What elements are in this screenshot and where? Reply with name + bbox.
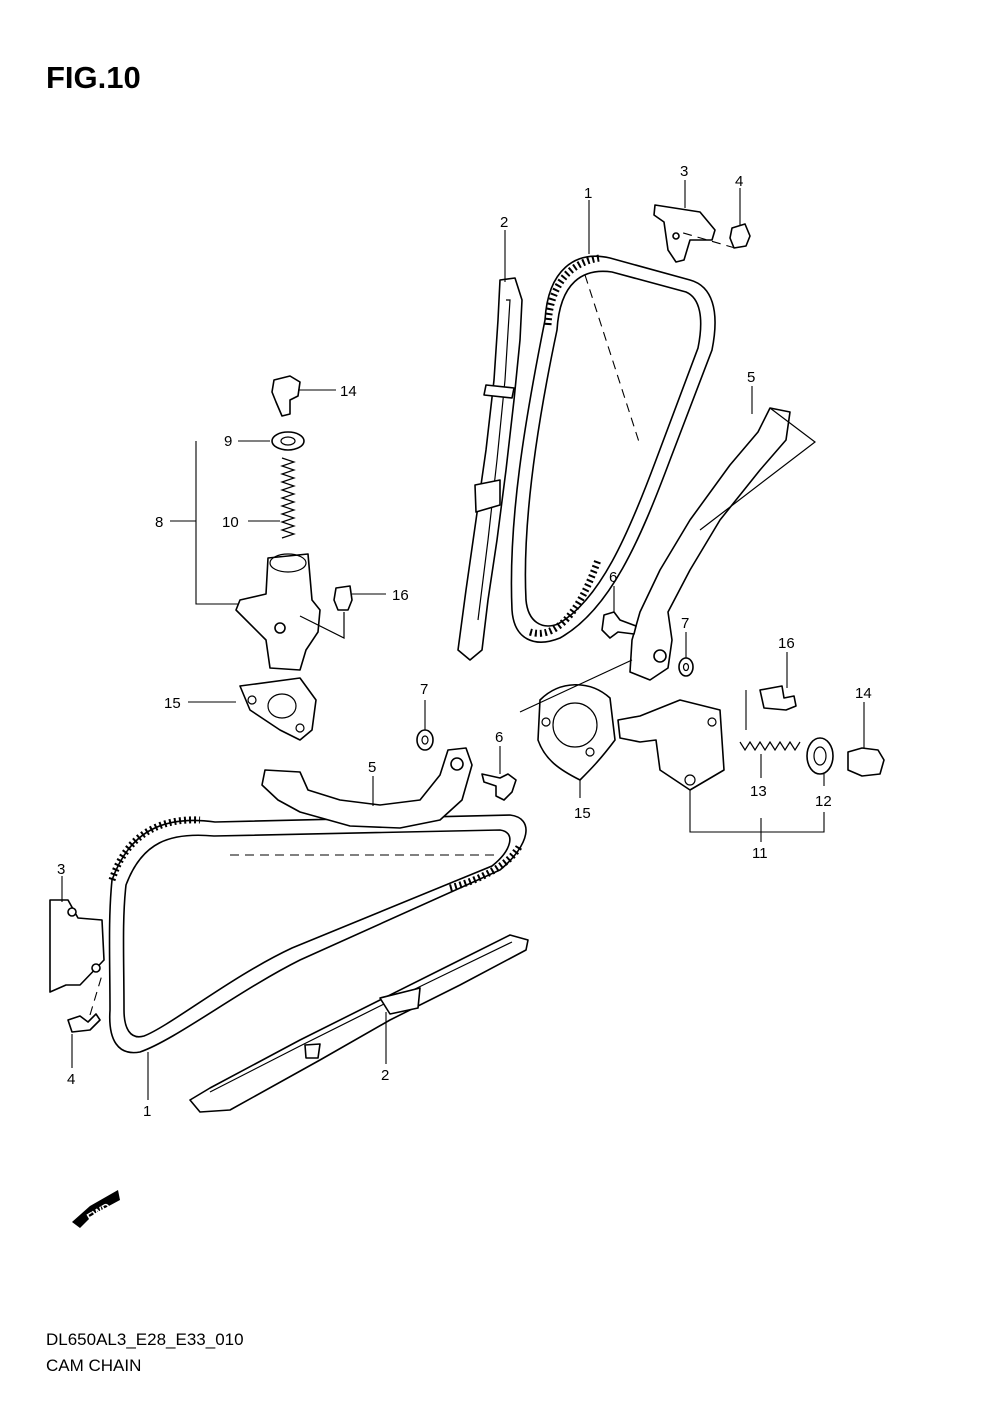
callout-12: 12 [815, 793, 832, 810]
bolt-4-lower [67, 974, 103, 1033]
callout-6-left: 6 [495, 729, 503, 746]
gasket-15-left [239, 677, 317, 741]
forward-direction-arrow: FWD [72, 1190, 120, 1228]
chain-guide-upper [457, 277, 523, 661]
spring-13-right [739, 740, 801, 752]
callout-7-right: 7 [681, 615, 689, 632]
callout-11: 11 [752, 845, 768, 862]
callout-5-left: 5 [368, 759, 376, 776]
chain-guide-lower [189, 934, 529, 1113]
guide-bolt-6-left [481, 773, 517, 801]
fwd-label: FWD [85, 1201, 113, 1224]
callout-1-top: 1 [584, 185, 592, 202]
callout-14-right: 14 [855, 685, 872, 702]
bolt-16-left [299, 585, 353, 639]
figure-title: FIG.10 [46, 60, 141, 95]
bolt-4-upper [679, 223, 751, 249]
callout-16-left: 16 [392, 587, 409, 604]
tensioner-guide-lower [261, 747, 473, 829]
callout-6-mid: 6 [609, 569, 617, 586]
diagram-name: CAM CHAIN [46, 1356, 142, 1375]
cap-bolt-14-right [847, 747, 885, 777]
callout-2-top: 2 [500, 214, 508, 231]
guide-bolt-6-mid [601, 611, 637, 639]
bolt-16-right [759, 685, 797, 711]
callout-1-bottom: 1 [143, 1103, 151, 1120]
tensioner-assembly-left [235, 553, 321, 671]
callout-5-right: 5 [747, 369, 755, 386]
tensioner-guide-upper [629, 407, 816, 681]
gasket-15-right [519, 659, 633, 781]
diagram-code: DL650AL3_E28_E33_010 [46, 1330, 244, 1349]
callout-14-left: 14 [340, 383, 357, 400]
spring-10-left [280, 457, 296, 539]
callout-15-left: 15 [164, 695, 181, 712]
callout-2-bottom: 2 [381, 1067, 389, 1084]
callout-8: 8 [155, 514, 163, 531]
callout-4-left: 4 [67, 1071, 75, 1088]
washer-7-right [678, 657, 694, 677]
guide-retainer-lower [49, 899, 105, 993]
cap-bolt-14-left [271, 375, 301, 417]
washer-12-right [806, 737, 834, 775]
callout-15-right: 15 [574, 805, 591, 822]
callout-leaders [61, 180, 865, 1100]
callout-4-top: 4 [735, 173, 743, 190]
washer-7-left [416, 729, 434, 751]
callout-10: 10 [222, 514, 239, 531]
cam-chain-lower [108, 814, 527, 1054]
callout-9: 9 [224, 433, 232, 450]
callout-3-left: 3 [57, 861, 65, 878]
washer-9-left [271, 431, 305, 451]
callout-numbers: 1 2 3 4 5 6 7 16 14 15 13 12 11 14 9 8 1… [57, 163, 872, 1120]
tensioner-body-right [617, 699, 725, 791]
callout-16-right: 16 [778, 635, 795, 652]
callout-13: 13 [750, 783, 767, 800]
callout-3-top: 3 [680, 163, 688, 180]
cam-chain-upper [510, 254, 716, 643]
callout-7-left: 7 [420, 681, 428, 698]
